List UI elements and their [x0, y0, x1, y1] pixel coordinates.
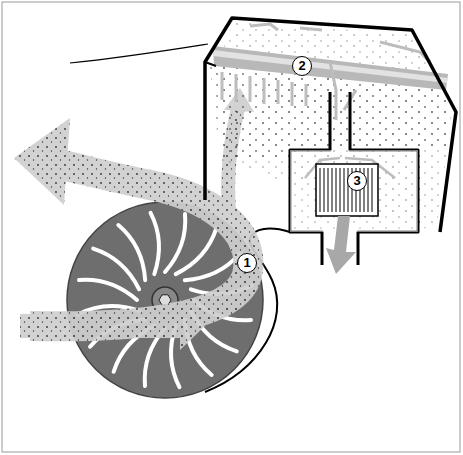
- callout-number: 3: [347, 171, 367, 191]
- inlet-arrow-dust: [20, 300, 205, 350]
- frame: [2, 2, 460, 452]
- motor-filter: [316, 164, 378, 216]
- inlet-arrow: [20, 300, 205, 350]
- motor-chamber: [290, 92, 418, 265]
- cord-line: [70, 44, 208, 63]
- outlet-arrowhead-dust: [14, 118, 70, 205]
- filter-flow: [222, 24, 430, 120]
- chamber-fill: [290, 150, 418, 232]
- filter-pleats: [320, 168, 372, 212]
- exhaust-arrow: [326, 216, 356, 274]
- callout-number: 1: [237, 253, 257, 273]
- filter-housing: [205, 18, 456, 274]
- outlet-arrowhead: [14, 118, 70, 205]
- housing-edge: [205, 62, 216, 66]
- callout-number: 2: [292, 56, 312, 76]
